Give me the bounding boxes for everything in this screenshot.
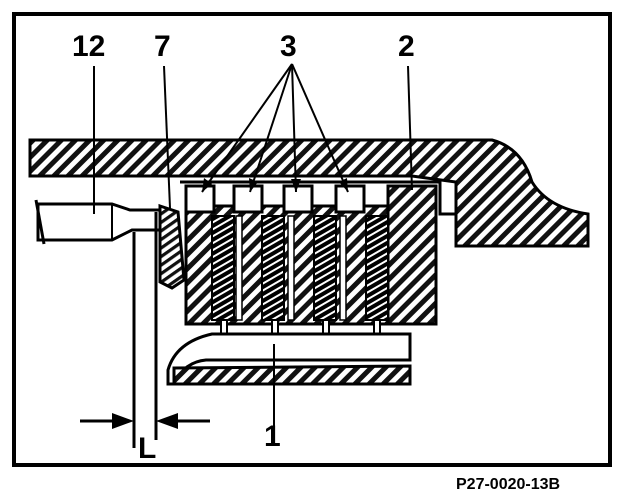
top-housing: [28, 138, 590, 248]
steel-plate-tab-1: [184, 184, 216, 214]
friction-disc-2: [261, 215, 285, 321]
disc-gap-3: [339, 215, 347, 321]
inner-hub-base: [172, 364, 412, 386]
label-dimension-L: L: [138, 432, 156, 465]
disc-gap-1: [235, 215, 243, 321]
friction-disc-1: [211, 215, 235, 321]
pressure-plate: [386, 184, 438, 326]
leader-2: [407, 65, 413, 191]
steel-plate-tab-2: [232, 184, 264, 214]
leader-3a: [201, 63, 293, 193]
leader-3c: [291, 63, 297, 193]
leader-3d: [291, 63, 349, 193]
friction-disc-4: [365, 215, 389, 321]
steel-plate-tab-3: [282, 184, 314, 214]
dimension-arrow-right-head: [156, 413, 178, 429]
steel-plate-tab-4: [334, 184, 366, 214]
arrowhead-3c: [291, 179, 301, 192]
label-part-1: 1: [264, 420, 281, 453]
outer-frame: [12, 12, 612, 467]
leader-3b: [249, 63, 293, 193]
retaining-ring: [158, 203, 186, 290]
disc-gap-2: [287, 215, 295, 321]
label-part-2: 2: [398, 30, 415, 63]
label-part-3: 3: [280, 30, 297, 63]
reference-code: P27-0020-13B: [456, 476, 560, 493]
shaft: [36, 202, 162, 242]
leader-7: [163, 65, 171, 209]
arrowhead-3d: [339, 178, 348, 192]
friction-disc-3: [313, 215, 337, 321]
label-part-12: 12: [72, 30, 105, 63]
label-part-7: 7: [154, 30, 171, 63]
arrowhead-3b: [249, 178, 258, 192]
housing-step: [180, 180, 456, 216]
shaft-break-line: [34, 199, 46, 245]
arrowhead-3a: [202, 178, 212, 192]
dimension-arrow-left-head: [112, 413, 134, 429]
